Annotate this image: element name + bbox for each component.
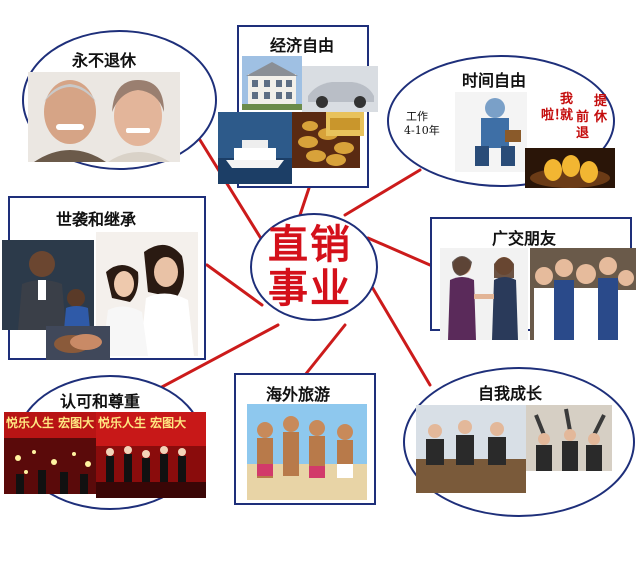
line-friends (366, 236, 432, 267)
friends-group-photo (530, 248, 636, 340)
node-travel-label: 海外旅游 (266, 385, 331, 404)
cruise-ship-photo (218, 112, 292, 184)
node-respect-label: 认可和尊重 (60, 392, 141, 411)
elderly-couple-photo (28, 72, 180, 162)
golden-eggs-photo (525, 148, 615, 188)
celebration-photo (526, 405, 612, 471)
line-inherit (205, 263, 264, 307)
center-title-line2: 事业 (268, 265, 352, 312)
node-inherit-label: 世袭和继承 (56, 210, 137, 229)
house-photo (242, 56, 302, 110)
stage-photo (96, 412, 206, 498)
red-note-col1: 我就 (560, 92, 574, 123)
node-friends-label: 广交朋友 (492, 229, 557, 248)
node-time-label: 时间自由 (462, 71, 527, 90)
red-note-col2: 前退 (576, 110, 590, 141)
father-son-photo (2, 240, 94, 330)
line-retire (198, 138, 267, 247)
banner-text-left: 悦乐人生 宏图大 (6, 416, 95, 430)
node-economy-label: 经济自由 (270, 36, 335, 55)
center-title-line1: 直销 (268, 221, 352, 268)
time-note-line1: 工作 (406, 110, 428, 123)
ceremony-photo (4, 412, 98, 494)
banner-text-right: 悦乐人生 宏图大 (98, 416, 187, 430)
red-note-col3: 提休 (594, 94, 608, 125)
line-respect (158, 323, 280, 390)
line-time (343, 168, 422, 217)
businessman-cartoon-photo (455, 92, 527, 172)
handshake-photo (440, 248, 528, 340)
line-growth (363, 273, 432, 387)
mother-daughter-photo (96, 232, 198, 356)
time-note-line2: 4-10年 (404, 124, 440, 137)
beach-friends-photo (247, 404, 367, 500)
car-photo (302, 66, 378, 112)
gold-bars-photo (326, 112, 364, 136)
line-economy (298, 183, 312, 217)
node-retire-label: 永不退休 (72, 51, 137, 70)
line-travel (303, 323, 347, 377)
red-note-col4: 啦！ (541, 108, 568, 123)
node-growth-label: 自我成长 (478, 384, 543, 403)
holding-hands-photo (46, 326, 110, 360)
center-oval (250, 213, 378, 321)
meeting-photo (416, 405, 526, 493)
